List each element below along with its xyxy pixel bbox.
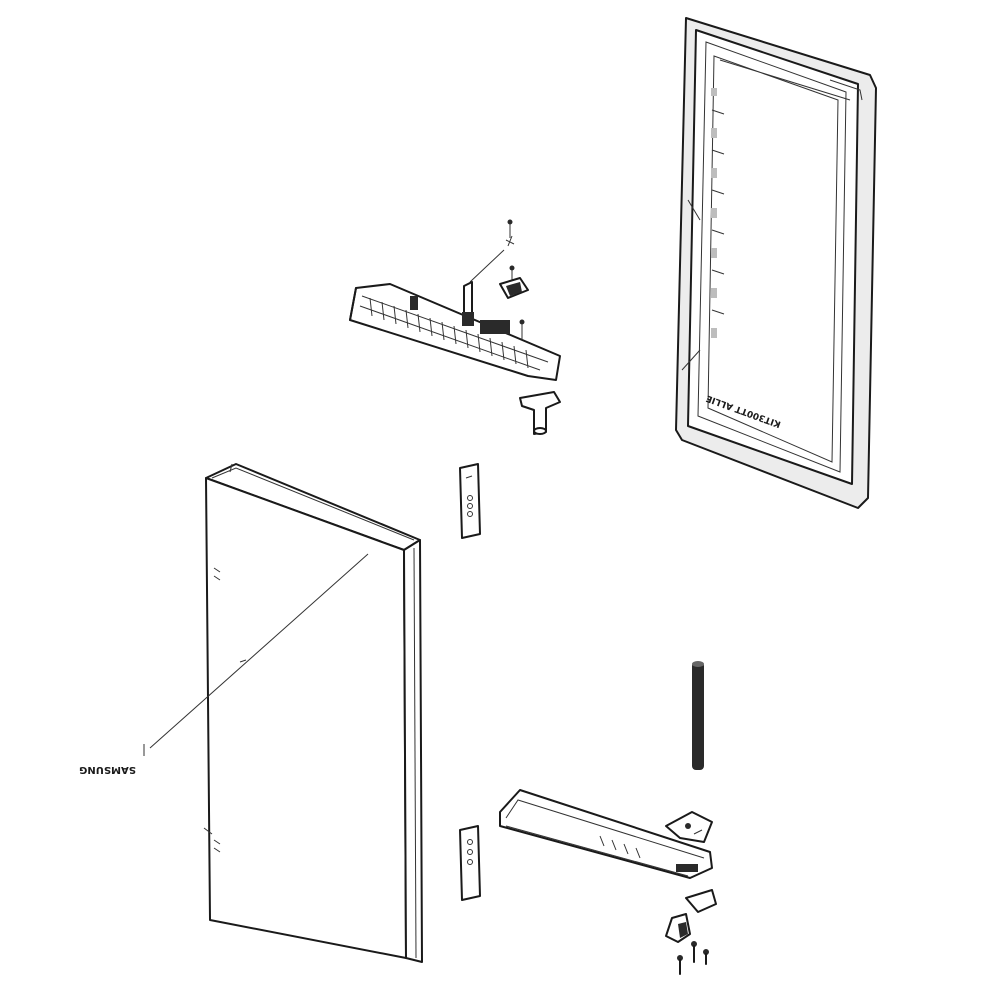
door-stop-block — [499, 277, 529, 299]
upper-cap-stopper — [519, 391, 561, 435]
lower-hinge-bracket — [665, 811, 713, 843]
door-hinge-marks — [203, 567, 221, 853]
lower-door-cap — [499, 789, 713, 879]
lower-handle-cap — [459, 825, 481, 901]
door-rod — [692, 661, 704, 770]
outer-door-panel — [203, 463, 423, 963]
cap-ribs — [369, 297, 529, 369]
lower-hinge-cam — [665, 889, 717, 943]
nameplate-badge: SAMSUNG — [79, 553, 369, 775]
upper-door-cap — [349, 283, 561, 381]
door-liner-gasket: KIT300TT ALLIE — [675, 17, 877, 509]
lower-screws — [677, 941, 709, 975]
upper-hinge-bushing — [462, 281, 474, 326]
liner-shelf-ribs — [711, 88, 725, 338]
nameplate-text: SAMSUNG — [79, 764, 136, 775]
upper-handle-cap — [459, 463, 481, 539]
